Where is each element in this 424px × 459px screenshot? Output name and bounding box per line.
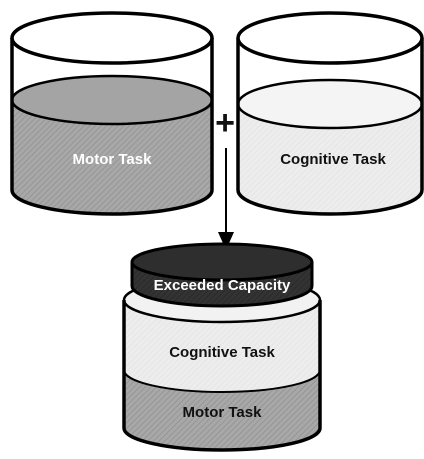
- combined-layer-boundary: [123, 369, 321, 393]
- combined-bottom-label: Motor Task: [183, 404, 263, 421]
- left-container-outline: [10, 38, 214, 216]
- arrow-head: [218, 232, 234, 250]
- right-container: Cognitive Task: [236, 11, 424, 216]
- plus-symbol: +: [215, 104, 235, 142]
- combined-container: Exceeded Capacity Cognitive Task Motor T…: [122, 242, 322, 452]
- combined-top-label: Exceeded Capacity: [154, 277, 291, 294]
- left-container-rim: [10, 11, 214, 65]
- combined-container-outline: [122, 300, 322, 452]
- right-container-label: Cognitive Task: [280, 151, 386, 168]
- left-liquid-surface: [10, 74, 214, 126]
- right-liquid-body: [238, 104, 422, 214]
- right-container-rim: [236, 11, 424, 65]
- left-container-label: Motor Task: [73, 151, 153, 168]
- left-liquid-body: [12, 100, 212, 214]
- down-arrow: [218, 148, 234, 250]
- right-container-outline: [236, 38, 424, 216]
- combined-cognitive-layer: [124, 300, 320, 392]
- combined-middle-label: Cognitive Task: [169, 344, 275, 361]
- left-container: Motor Task: [10, 11, 214, 216]
- right-liquid-surface: [236, 78, 424, 130]
- combined-exceeded-top: [130, 242, 314, 282]
